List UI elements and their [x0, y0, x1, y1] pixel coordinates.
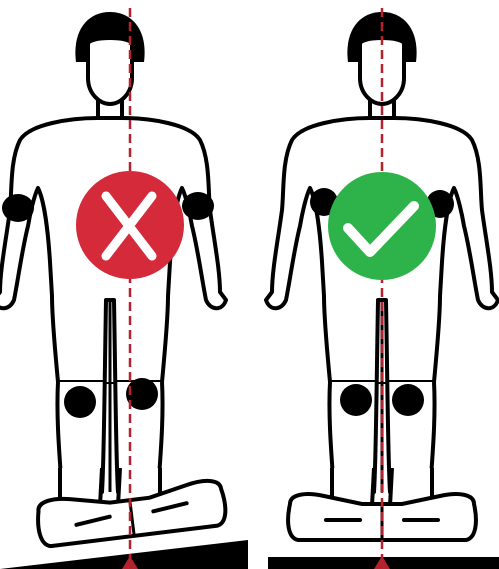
knee-pad	[64, 386, 96, 418]
badge-correct	[328, 172, 436, 280]
panel-incorrect	[0, 8, 248, 569]
panel-correct	[266, 8, 499, 569]
elbow-pad	[182, 192, 214, 220]
elbow-pad	[2, 194, 34, 222]
knee-pad	[340, 384, 372, 416]
badge-incorrect	[76, 171, 184, 279]
sloped-ground	[0, 540, 248, 569]
knee-pad	[392, 384, 424, 416]
